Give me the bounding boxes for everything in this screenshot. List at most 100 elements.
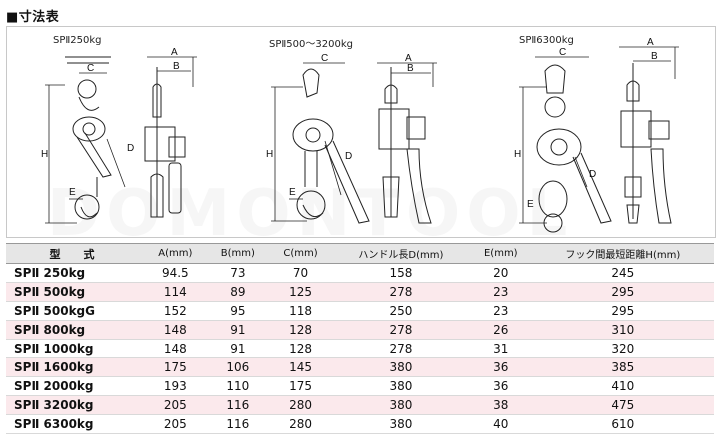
- hoist-front-view-250kg: [65, 56, 112, 220]
- cell-h: 245: [531, 263, 714, 283]
- cell-model: SPⅡ 800kg: [6, 320, 145, 340]
- cell-c: 145: [269, 357, 332, 378]
- cell-e: 20: [469, 263, 532, 283]
- header-c: C(mm): [269, 243, 332, 264]
- cell-h: 295: [531, 301, 714, 321]
- cell-b: 106: [206, 357, 270, 378]
- hoist-front-view-6300kg: [536, 64, 612, 233]
- dim-label-c-2: C: [321, 53, 328, 64]
- cell-c: 128: [269, 320, 332, 340]
- cell-a: 148: [144, 320, 207, 340]
- dim-label-h-2: H: [266, 149, 273, 160]
- table-row: SPⅡ 1600kg 175 106 145 380 36 385: [6, 357, 714, 378]
- cell-b: 91: [206, 320, 270, 340]
- header-a: A(mm): [144, 243, 207, 264]
- cell-h: 410: [531, 376, 714, 397]
- cell-b: 116: [206, 395, 270, 416]
- table-row: SPⅡ 500kgG 152 95 118 250 23 295: [6, 301, 714, 321]
- cell-c: 128: [269, 339, 332, 359]
- hoist-side-view-6300kg: [620, 63, 672, 224]
- cell-model: SPⅡ 1000kg: [6, 339, 145, 359]
- dim-label-e-3: E: [527, 199, 534, 210]
- table-row: SPⅡ 2000kg 193 110 175 380 36 410: [6, 376, 714, 397]
- dim-label-b-3: B: [651, 51, 658, 62]
- cell-e: 38: [469, 395, 532, 416]
- table-row: SPⅡ 800kg 148 91 128 278 26 310: [6, 320, 714, 340]
- cell-b: 116: [206, 414, 270, 434]
- dim-label-a-2: A: [405, 53, 412, 64]
- dim-label-a-1: A: [171, 47, 178, 58]
- cell-d: 380: [331, 395, 470, 416]
- cell-model: SPⅡ 500kg: [6, 282, 145, 302]
- cell-h: 320: [531, 339, 714, 359]
- table-row: SPⅡ 3200kg 205 116 280 380 38 475: [6, 395, 714, 416]
- cell-d: 380: [331, 357, 470, 378]
- cell-model: SPⅡ 6300kg: [6, 414, 145, 434]
- cell-c: 70: [269, 263, 332, 283]
- diagram-caption-6300kg: SPⅡ6300kg: [519, 35, 574, 46]
- cell-model: SPⅡ 2000kg: [6, 376, 145, 397]
- cell-a: 148: [144, 339, 207, 359]
- diagram-caption-250kg: SPⅡ250kg: [53, 35, 102, 46]
- dim-label-h-3: H: [514, 149, 521, 160]
- cell-e: 23: [469, 301, 532, 321]
- cell-h: 475: [531, 395, 714, 416]
- dim-label-d-3: D: [589, 169, 596, 180]
- cell-b: 95: [206, 301, 270, 321]
- cell-d: 250: [331, 301, 470, 321]
- cell-e: 26: [469, 320, 532, 340]
- dim-label-e-2: E: [289, 187, 296, 198]
- dim-label-d-2: D: [345, 151, 352, 162]
- dim-label-e-1: E: [69, 187, 76, 198]
- cell-c: 125: [269, 282, 332, 302]
- cell-e: 31: [469, 339, 532, 359]
- cell-a: 205: [144, 395, 207, 416]
- table-row: SPⅡ 6300kg 205 116 280 380 40 610: [6, 414, 714, 434]
- hoist-front-view-500-3200kg: [292, 68, 370, 224]
- cell-a: 94.5: [144, 263, 207, 283]
- hoist-drawings: C H D E A B C H D E A B C H D E A B: [41, 37, 679, 233]
- cell-model: SPⅡ 500kgG: [6, 301, 145, 321]
- cell-a: 114: [144, 282, 207, 302]
- dim-label-c-1: C: [87, 63, 94, 74]
- cell-d: 380: [331, 414, 470, 434]
- cell-e: 23: [469, 282, 532, 302]
- cell-d: 278: [331, 339, 470, 359]
- cell-b: 73: [206, 263, 270, 283]
- cell-d: 158: [331, 263, 470, 283]
- dim-label-h-1: H: [41, 149, 48, 160]
- dim-label-a-3: A: [647, 37, 654, 48]
- cell-d: 380: [331, 376, 470, 397]
- dim-label-b-1: B: [173, 61, 180, 72]
- cell-c: 118: [269, 301, 332, 321]
- cell-h: 295: [531, 282, 714, 302]
- cell-b: 89: [206, 282, 270, 302]
- cell-model: SPⅡ 3200kg: [6, 395, 145, 416]
- dim-label-c-3: C: [559, 47, 566, 58]
- cell-d: 278: [331, 320, 470, 340]
- table-header-row: 型 式 A(mm) B(mm) C(mm) ハンドル長D(mm) E(mm) フ…: [6, 243, 714, 264]
- cell-e: 36: [469, 376, 532, 397]
- cell-model: SPⅡ 1600kg: [6, 357, 145, 378]
- table-row: SPⅡ 250kg 94.5 73 70 158 20 245: [6, 263, 714, 283]
- cell-c: 280: [269, 414, 332, 434]
- cell-h: 610: [531, 414, 714, 434]
- cell-a: 175: [144, 357, 207, 378]
- table-row: SPⅡ 1000kg 148 91 128 278 31 320: [6, 339, 714, 359]
- hoist-side-view-500-3200kg: [378, 67, 432, 224]
- cell-h: 310: [531, 320, 714, 340]
- header-e: E(mm): [469, 243, 532, 264]
- cell-e: 40: [469, 414, 532, 434]
- section-heading: ■寸法表: [6, 10, 60, 25]
- cell-b: 91: [206, 339, 270, 359]
- diagram-caption-500-3200kg: SPⅡ500～3200kg: [269, 39, 353, 50]
- cell-h: 385: [531, 357, 714, 378]
- cell-a: 205: [144, 414, 207, 434]
- cell-model: SPⅡ 250kg: [6, 263, 145, 283]
- cell-e: 36: [469, 357, 532, 378]
- cell-d: 278: [331, 282, 470, 302]
- cell-a: 193: [144, 376, 207, 397]
- cell-b: 110: [206, 376, 270, 397]
- header-model: 型 式: [6, 243, 145, 264]
- dimension-diagram-panel: DOMONTOOL SPⅡ250kg SPⅡ500～3200kg SPⅡ6300…: [6, 26, 716, 238]
